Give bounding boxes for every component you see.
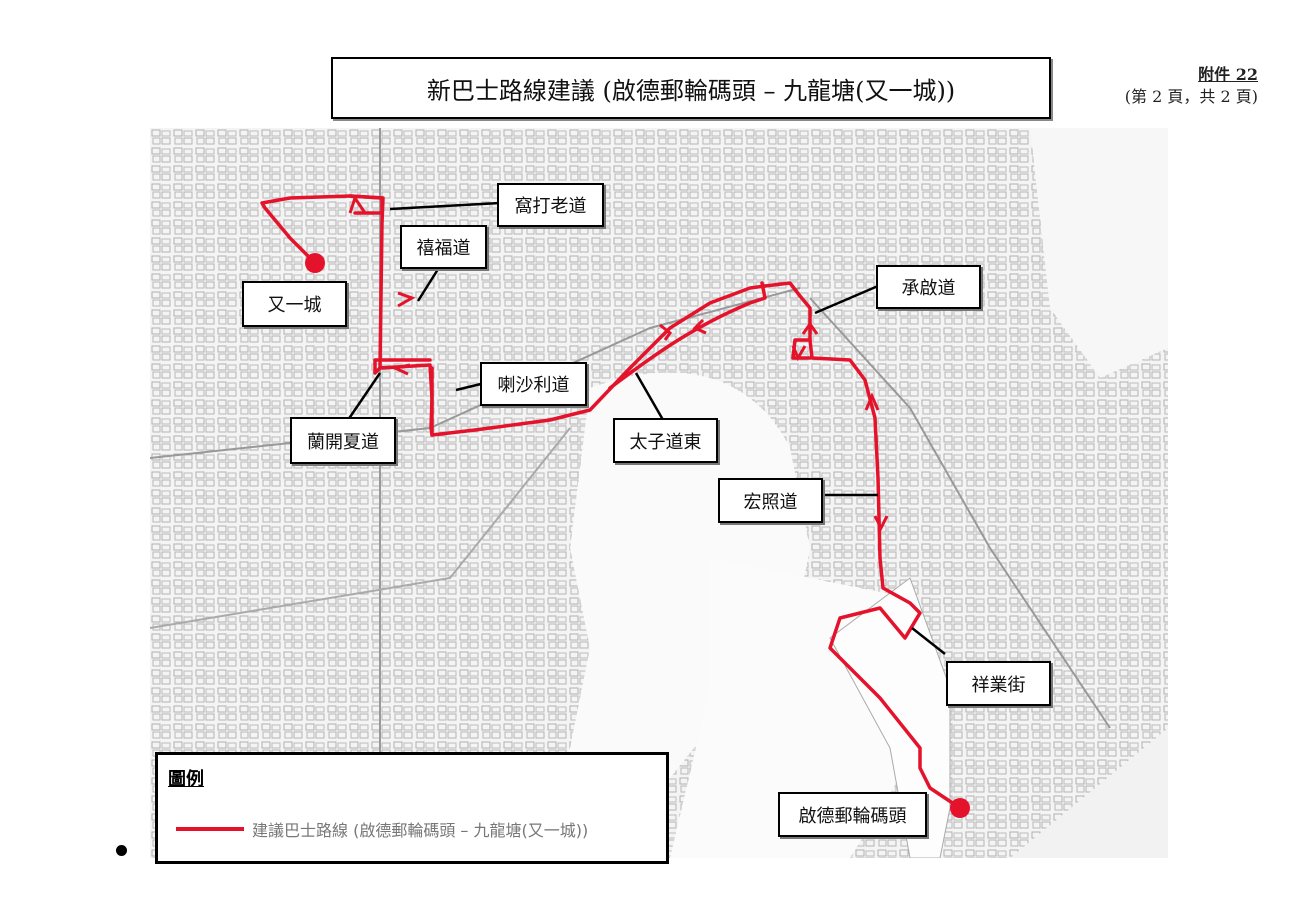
label-prince-edward-road-east: 太子道東 bbox=[613, 418, 718, 463]
label-lancashire-road: 蘭開夏道 bbox=[290, 417, 396, 464]
annex-info: 附件 22 (第 2 頁，共 2 頁) bbox=[1125, 64, 1258, 108]
label-la-salle-road: 喇沙利道 bbox=[480, 362, 587, 406]
map-legend: 圖例 建議巴士路線 (啟德郵輪碼頭 – 九龍塘(又一城)) bbox=[155, 752, 669, 864]
direction-arrows bbox=[348, 194, 889, 532]
route-map: 又一城 窩打老道 禧福道 喇沙利道 蘭開夏道 太子道東 承啟道 宏照道 祥業街 … bbox=[150, 128, 1168, 858]
start-point-marker bbox=[305, 253, 325, 273]
page-info: (第 2 頁，共 2 頁) bbox=[1124, 87, 1258, 106]
label-festival-walk: 又一城 bbox=[242, 281, 347, 327]
map-title: 新巴士路線建議 (啟德郵輪碼頭 – 九龍塘(又一城)) bbox=[331, 57, 1051, 119]
annex-number: 附件 22 bbox=[1198, 65, 1258, 84]
legend-route-swatch bbox=[176, 827, 244, 831]
legend-route-label: 建議巴士路線 (啟德郵輪碼頭 – 九龍塘(又一城)) bbox=[252, 821, 589, 840]
legend-title: 圖例 bbox=[168, 769, 204, 790]
label-cheung-yip-street: 祥業街 bbox=[946, 661, 1051, 706]
label-kai-tak-cruise-terminal: 啟德郵輪碼頭 bbox=[778, 792, 927, 837]
label-waterloo-road: 窩打老道 bbox=[497, 183, 604, 227]
label-shing-kai-road: 承啟道 bbox=[876, 265, 981, 309]
bullet-icon bbox=[116, 845, 127, 856]
label-wang-chiu-road: 宏照道 bbox=[718, 478, 823, 523]
end-point-marker bbox=[950, 798, 970, 818]
map-background bbox=[150, 128, 1168, 858]
label-hay-fook-road: 禧福道 bbox=[400, 225, 487, 269]
